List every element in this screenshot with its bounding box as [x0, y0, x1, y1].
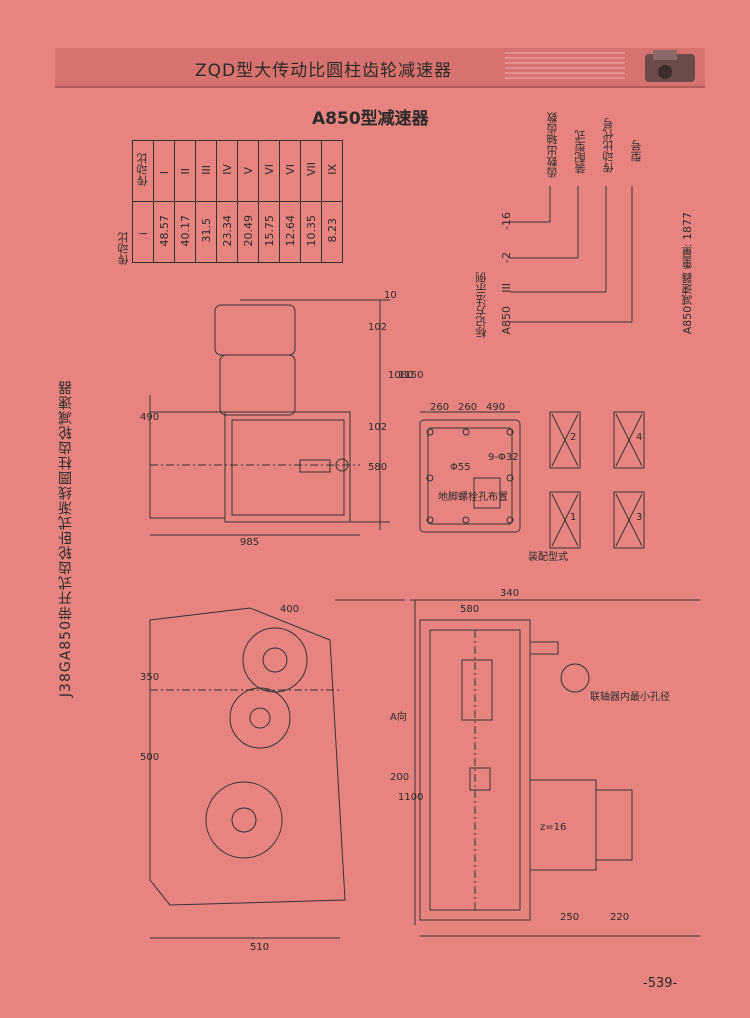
header-title: ZQD型大传动比圆柱齿轮减速器 — [195, 61, 453, 81]
assembly-types — [549, 411, 645, 549]
small-hole-note: 联轴器内最小孔径 — [590, 690, 670, 703]
dim-label: 250 — [560, 912, 579, 923]
dim-label: 490 — [486, 402, 505, 413]
front-view — [149, 599, 416, 939]
section-title: A850型减速器 — [312, 109, 429, 129]
dim-label: 10 — [384, 290, 397, 301]
dim-label: Φ55 — [450, 462, 471, 473]
dim-label: 1150 — [398, 370, 423, 381]
assembly-type-number: 2 — [570, 432, 576, 443]
ratio-table: 传动比 I II III IV V VI VI VII IX i 48.57 4… — [132, 140, 343, 263]
assembly-type-number: 1 — [570, 512, 576, 523]
dim-label: 350 — [140, 672, 159, 683]
dimension-labels: 10 1080 1150 102 102 580 490 985 260 260… — [140, 290, 670, 953]
dim-label: 220 — [610, 912, 629, 923]
dim-label: 985 — [240, 537, 259, 548]
ratio-value: 8.23 — [321, 201, 343, 263]
dim-label: 1080 — [388, 370, 413, 381]
dim-label: 9-Φ32 — [488, 452, 519, 463]
assembly-label: 装配型式 — [528, 550, 568, 563]
dim-label: 400 — [280, 604, 299, 615]
page-header: ZQD型大传动比圆柱齿轮减速器 — [55, 48, 705, 88]
header-decoration — [505, 48, 705, 86]
dim-label: 260 — [458, 402, 477, 413]
dim-label: 1100 — [398, 792, 423, 803]
assembly-type-number: 4 — [636, 432, 642, 443]
dim-label: 260 — [430, 402, 449, 413]
page-number: -539- — [643, 976, 678, 991]
top-view — [149, 299, 390, 536]
view-direction-label: A向 — [390, 710, 407, 723]
dim-label: 102 — [368, 322, 387, 333]
dim-label: 340 — [500, 588, 519, 599]
dim-label: z=16 — [540, 822, 566, 833]
dim-label: 580 — [368, 462, 387, 473]
assembly-type-number: 3 — [636, 512, 642, 523]
dim-label: 102 — [368, 422, 387, 433]
bolt-layout-view — [419, 411, 521, 533]
dim-label: 490 — [140, 412, 159, 423]
bolt-layout-label: 地脚螺栓孔布置 — [438, 490, 508, 503]
dim-label: 510 — [250, 942, 269, 953]
dim-label: 500 — [140, 752, 159, 763]
dim-label: 200 — [390, 772, 409, 783]
dim-label: 580 — [460, 604, 479, 615]
side-view — [410, 599, 700, 937]
